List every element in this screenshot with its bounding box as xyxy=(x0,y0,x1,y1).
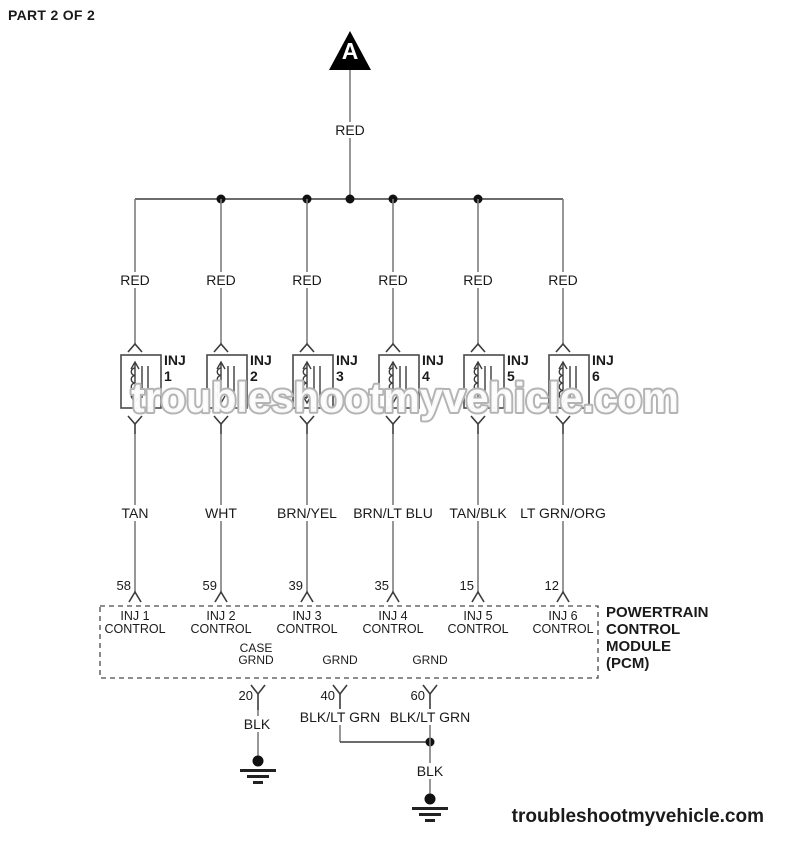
wire-color-label: RED xyxy=(376,272,410,288)
injector-column-2 xyxy=(206,198,248,603)
site-name: troubleshootmyvehicle.com xyxy=(511,806,764,827)
pcm-pin-20-connector xyxy=(250,684,266,711)
pcm-pin-40-connector xyxy=(332,684,348,711)
connector-a-triangle-icon xyxy=(329,31,371,70)
injector-column-5 xyxy=(463,198,505,603)
wire-color-label: BLK/LT GRN xyxy=(387,709,473,725)
wire-color-label: BRN/LT BLU xyxy=(351,505,435,521)
wire-color-label: LT GRN/ORG xyxy=(518,505,608,521)
wire-color-label: BLK xyxy=(241,716,273,732)
wire-color-label: RED xyxy=(204,272,238,288)
pcm-pin-number: 40 xyxy=(320,688,335,703)
pcm-ground-function-label: GRND xyxy=(412,653,448,667)
feed-wire-color-label: RED xyxy=(333,122,367,138)
pcm-ground-function-label: GRND xyxy=(322,653,358,667)
injector-column-1 xyxy=(120,198,162,603)
pcm-pin-number: 20 xyxy=(238,688,253,703)
wire-color-label: RED xyxy=(461,272,495,288)
part-title: PART 2 OF 2 xyxy=(8,7,96,23)
pcm-ground-function-label: GRND xyxy=(238,653,274,667)
wire-color-label: RED xyxy=(546,272,580,288)
pcm-pin-number: 39 xyxy=(288,578,303,593)
wire-color-label: RED xyxy=(290,272,324,288)
wire-color-label: RED xyxy=(118,272,152,288)
injector-column-3 xyxy=(292,198,334,603)
pcm-pin-number: 60 xyxy=(410,688,425,703)
pcm-pin-60-connector xyxy=(422,684,438,711)
pcm-pin-number: 15 xyxy=(459,578,474,593)
wire-color-label: TAN xyxy=(119,505,151,521)
wire-color-label: WHT xyxy=(203,505,239,521)
chassis-ground-1 xyxy=(238,754,278,784)
wire-color-label: BLK xyxy=(414,763,446,779)
wire-color-label: BRN/YEL xyxy=(275,505,339,521)
pcm-name: POWERTRAIN CONTROL MODULE (PCM) xyxy=(606,604,709,672)
pcm-box xyxy=(99,605,599,679)
pcm-pin-number: 12 xyxy=(544,578,559,593)
chassis-ground-2 xyxy=(410,792,450,822)
injector-column-4 xyxy=(378,198,420,603)
wire-color-label: BLK/LT GRN xyxy=(297,709,383,725)
pcm-pin-number: 35 xyxy=(374,578,389,593)
junction-dot xyxy=(345,194,355,204)
pcm-ground-function-label: CASE xyxy=(239,641,273,655)
injector-column-6 xyxy=(548,198,590,603)
pcm-pin-number: 59 xyxy=(202,578,217,593)
pcm-pin-number: 58 xyxy=(116,578,131,593)
connector-a-label: A xyxy=(341,38,359,64)
wire-color-label: TAN/BLK xyxy=(447,505,509,521)
